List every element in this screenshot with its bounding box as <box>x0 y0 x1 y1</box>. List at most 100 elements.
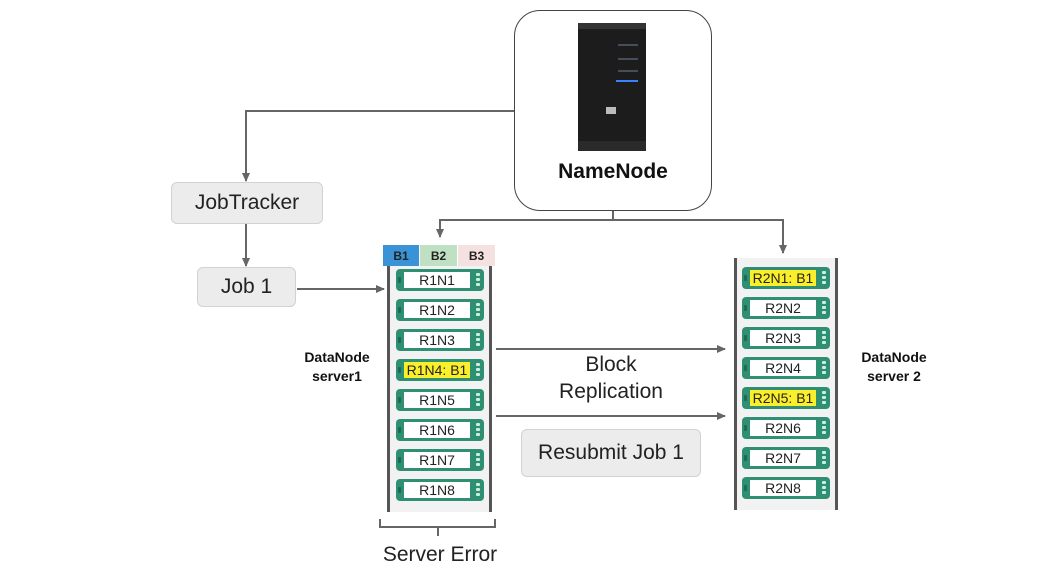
block-tag-b1: B1 <box>383 245 419 266</box>
server-node-blade: R2N7 <box>742 447 830 469</box>
status-led-icon <box>822 371 826 374</box>
status-led-icon <box>822 306 826 309</box>
blade-handle <box>398 487 401 493</box>
server1-label: DataNode server1 <box>289 348 385 386</box>
server-node-blade: R1N7 <box>396 449 484 471</box>
status-led-icon <box>476 303 480 306</box>
status-led-icon <box>476 458 480 461</box>
blade-handle <box>744 425 747 431</box>
namenode-to-jobtracker-arrow <box>242 110 514 182</box>
status-led-icon <box>822 336 826 339</box>
status-led-icon <box>822 361 826 364</box>
block-replication-line2: Replication <box>559 380 663 403</box>
server-node-blade: R1N1 <box>396 269 484 291</box>
block-tag-label: B2 <box>430 248 447 263</box>
status-led-icon <box>476 368 480 371</box>
namenode-to-server2-arrow <box>613 219 787 254</box>
server-node-blade: R2N4 <box>742 357 830 379</box>
server-node-blade: R2N3 <box>742 327 830 349</box>
node-label: R1N6 <box>404 422 470 438</box>
node-label: R2N8 <box>750 480 816 496</box>
blade-handle <box>744 335 747 341</box>
server-node-blade: R2N2 <box>742 297 830 319</box>
node-label: R2N2 <box>750 300 816 316</box>
node-label: R1N5 <box>404 392 470 408</box>
status-led-icon <box>822 451 826 454</box>
status-led-icon <box>822 311 826 314</box>
server-node-blade: R1N6 <box>396 419 484 441</box>
server-node-blade: R1N3 <box>396 329 484 351</box>
namenode-label: NameNode <box>558 160 668 183</box>
status-led-icon <box>822 341 826 344</box>
rack-rail <box>835 258 838 510</box>
node-label: R2N7 <box>750 450 816 466</box>
node-label: R1N1 <box>404 272 470 288</box>
node-label: R2N4 <box>750 360 816 376</box>
server2-label: DataNode server 2 <box>846 348 942 386</box>
rack-rail <box>489 266 492 512</box>
blade-handle <box>744 485 747 491</box>
server-node-blade: R1N4: B1 <box>396 359 484 381</box>
status-led-icon <box>476 453 480 456</box>
status-led-icon <box>476 343 480 346</box>
jobtracker-box[interactable]: JobTracker <box>171 182 323 224</box>
blade-handle <box>398 337 401 343</box>
status-led-icon <box>822 396 826 399</box>
server2-rack <box>734 258 838 510</box>
server1-label-line2: server1 <box>312 368 362 384</box>
block-tag-label: B1 <box>393 248 409 263</box>
status-led-icon <box>476 428 480 431</box>
node-label: R2N3 <box>750 330 816 346</box>
blade-handle <box>744 395 747 401</box>
server-node-blade: R1N8 <box>396 479 484 501</box>
server-node-blade: R2N5: B1 <box>742 387 830 409</box>
rack-rail <box>734 258 737 510</box>
blade-handle <box>744 365 747 371</box>
status-led-icon <box>822 301 826 304</box>
block-tag-b2: B2 <box>420 245 457 266</box>
blade-handle <box>744 305 747 311</box>
resubmit-job-box[interactable]: Resubmit Job 1 <box>521 429 701 477</box>
status-led-icon <box>476 338 480 341</box>
status-led-icon <box>476 488 480 491</box>
block-replication-label: Block Replication <box>530 351 692 405</box>
status-led-icon <box>822 281 826 284</box>
rack-rail <box>387 266 390 512</box>
block-replication-line1: Block <box>585 353 637 376</box>
server-node-blade: R2N8 <box>742 477 830 499</box>
status-led-icon <box>822 401 826 404</box>
blade-handle <box>744 455 747 461</box>
server-node-blade: R1N5 <box>396 389 484 411</box>
status-led-icon <box>822 491 826 494</box>
node-label: R1N4: B1 <box>404 362 470 378</box>
status-led-icon <box>822 271 826 274</box>
namenode-to-server1-arrow <box>436 211 614 238</box>
status-led-icon <box>822 431 826 434</box>
job-1-box[interactable]: Job 1 <box>197 267 296 307</box>
server2-label-line1: DataNode <box>861 349 927 365</box>
blade-handle <box>744 275 747 281</box>
blade-handle <box>398 367 401 373</box>
status-led-icon <box>476 393 480 396</box>
server2-label-line2: server 2 <box>867 368 921 384</box>
status-led-icon <box>476 373 480 376</box>
blade-handle <box>398 277 401 283</box>
status-led-icon <box>822 276 826 279</box>
node-label: R1N3 <box>404 332 470 348</box>
status-led-icon <box>476 493 480 496</box>
server-node-blade: R2N1: B1 <box>742 267 830 289</box>
block-tag-label: B3 <box>468 248 485 263</box>
status-led-icon <box>476 308 480 311</box>
server-node-blade: R2N6 <box>742 417 830 439</box>
status-led-icon <box>822 421 826 424</box>
status-led-icon <box>822 426 826 429</box>
status-led-icon <box>822 461 826 464</box>
server-error-bracket <box>379 519 496 536</box>
status-led-icon <box>476 283 480 286</box>
status-led-icon <box>476 433 480 436</box>
status-led-icon <box>822 486 826 489</box>
status-led-icon <box>822 481 826 484</box>
status-led-icon <box>476 403 480 406</box>
status-led-icon <box>822 456 826 459</box>
